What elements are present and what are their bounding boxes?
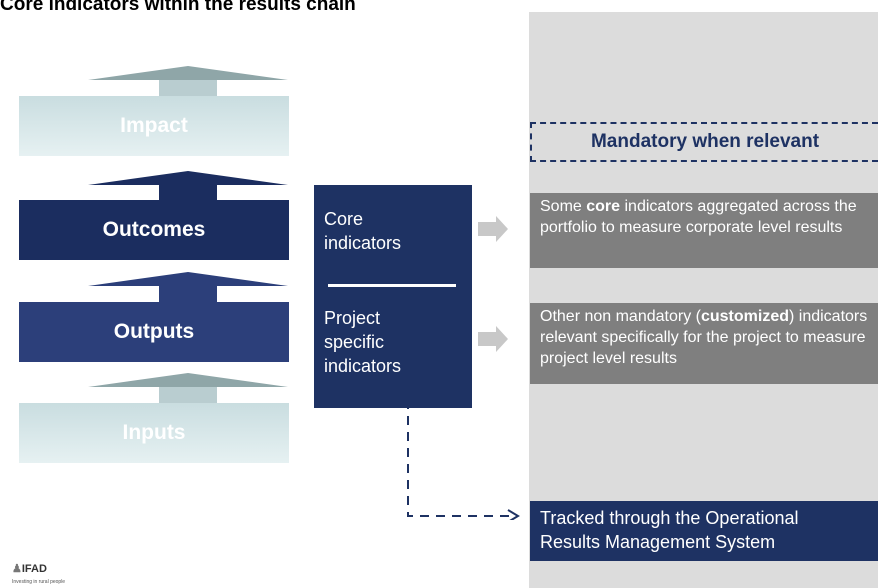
inputs-label: Inputs — [122, 421, 186, 444]
inputs-arrowhead — [88, 373, 288, 387]
project-indicators-line2: specific — [324, 332, 385, 352]
impact-label: Impact — [120, 114, 188, 137]
core-indicators-line1: Core — [324, 209, 364, 229]
project-indicators-line3: indicators — [324, 356, 402, 376]
outputs-label: Outputs — [113, 320, 195, 343]
project-right-arrow — [478, 326, 508, 352]
core-indicators-line2: indicators — [324, 233, 402, 253]
tracked-line1: Tracked through the Operational — [540, 508, 799, 528]
tracked-line2: Results Management System — [540, 532, 776, 552]
ifad-tagline: Investing in rural people — [12, 579, 66, 585]
core-desc-post: indicators aggregated across the portfol… — [540, 198, 857, 236]
indicators-divider — [328, 284, 456, 287]
ifad-logo: ♟IFAD — [12, 562, 47, 575]
core-indicators-description: Some core indicators aggregated across t… — [530, 193, 878, 268]
custom-desc-bold: customized — [700, 308, 789, 325]
ifad-logo-text: IFAD — [21, 563, 47, 575]
outcomes-box: Outcomes — [19, 200, 289, 260]
custom-indicators-description: Other non mandatory (customized) indicat… — [530, 303, 878, 384]
impact-arrowhead — [88, 66, 288, 80]
outputs-arrowhead — [88, 272, 288, 286]
outcomes-label: Outcomes — [102, 218, 206, 241]
outputs-arrow-stem — [159, 286, 217, 302]
impact-box: Impact — [19, 96, 289, 156]
impact-arrow-stem — [159, 80, 217, 96]
mandatory-label: Mandatory when relevant — [530, 122, 878, 162]
inputs-arrow-stem — [159, 387, 217, 403]
outputs-box: Outputs — [19, 302, 289, 362]
mandatory-text: Mandatory when relevant — [590, 131, 820, 152]
right-gray-panel — [529, 12, 878, 588]
indicators-box: Core indicators Project specific indicat… — [314, 185, 472, 408]
inputs-box: Inputs — [19, 403, 289, 463]
custom-desc-pre: Other non mandatory ( — [540, 308, 701, 325]
project-indicators-line1: Project — [324, 308, 381, 328]
core-desc-bold: core — [586, 198, 621, 215]
ifad-logo-icon: ♟ — [12, 563, 22, 575]
page-title: Core indicators within the results chain — [0, 0, 356, 15]
dashed-connector — [407, 384, 520, 520]
outcomes-arrow-stem — [159, 185, 217, 200]
outcomes-arrowhead — [88, 171, 288, 185]
core-desc-pre: Some — [540, 198, 587, 215]
custom-desc-post: ) indicators relevant specifically for t… — [540, 308, 868, 367]
core-right-arrow — [478, 216, 508, 242]
tracked-box: Tracked through the Operational Results … — [530, 501, 878, 561]
